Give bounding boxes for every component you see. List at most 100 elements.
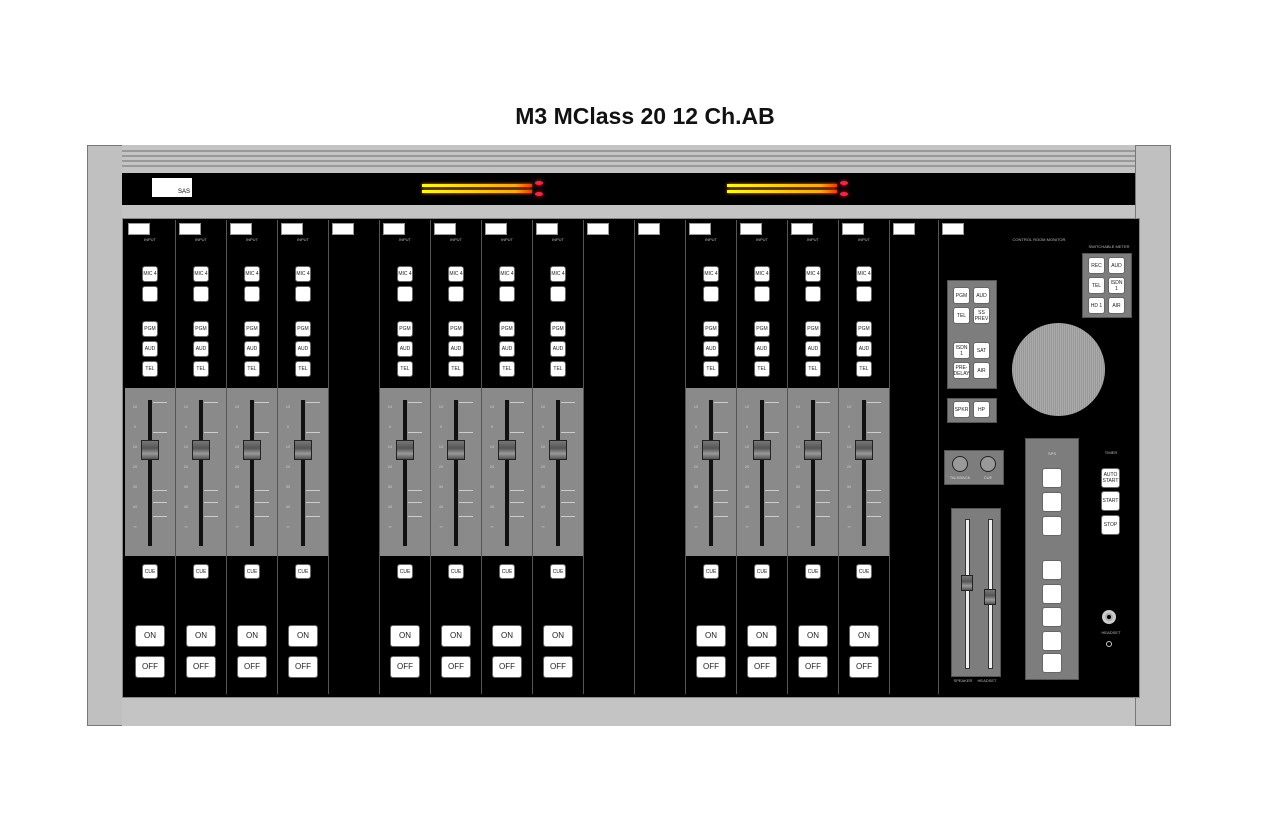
headset-jack[interactable] <box>1102 610 1116 624</box>
off-button[interactable]: OFF <box>237 656 267 678</box>
bus-button-aud[interactable]: AUD <box>550 341 566 357</box>
bus-button-tel[interactable]: TEL <box>244 361 260 377</box>
sps-button[interactable] <box>1042 631 1062 651</box>
bus-button-aud[interactable]: AUD <box>244 341 260 357</box>
blank-button[interactable] <box>142 286 158 302</box>
sps-button[interactable] <box>1042 653 1062 673</box>
meter-source-isdn-1[interactable]: ISDN 1 <box>1108 277 1125 294</box>
bus-button-pgm[interactable]: PGM <box>244 321 260 337</box>
monitor-source-pgm[interactable]: PGM <box>953 287 970 304</box>
on-button[interactable]: ON <box>747 625 777 647</box>
bus-button-tel[interactable]: TEL <box>805 361 821 377</box>
bus-button-pgm[interactable]: PGM <box>499 321 515 337</box>
blank-button[interactable] <box>550 286 566 302</box>
on-button[interactable]: ON <box>492 625 522 647</box>
blank-button[interactable] <box>805 286 821 302</box>
source-select-button[interactable]: MIC 4 <box>856 266 872 282</box>
monitor-source-tel[interactable]: TEL <box>953 307 970 324</box>
bus-button-aud[interactable]: AUD <box>295 341 311 357</box>
headset-fader-knob[interactable] <box>984 589 996 605</box>
timer-button-start[interactable]: START <box>1101 491 1120 511</box>
source-select-button[interactable]: MIC 4 <box>499 266 515 282</box>
bus-button-tel[interactable]: TEL <box>856 361 872 377</box>
off-button[interactable]: OFF <box>696 656 726 678</box>
off-button[interactable]: OFF <box>798 656 828 678</box>
bus-button-tel[interactable]: TEL <box>142 361 158 377</box>
bus-button-pgm[interactable]: PGM <box>448 321 464 337</box>
fader-knob[interactable] <box>141 440 159 460</box>
off-button[interactable]: OFF <box>441 656 471 678</box>
fader-knob[interactable] <box>243 440 261 460</box>
bus-button-pgm[interactable]: PGM <box>805 321 821 337</box>
sps-button[interactable] <box>1042 468 1062 488</box>
bus-button-aud[interactable]: AUD <box>193 341 209 357</box>
bus-button-aud[interactable]: AUD <box>142 341 158 357</box>
monitor-output-hp[interactable]: HP <box>973 401 990 418</box>
bus-button-aud[interactable]: AUD <box>856 341 872 357</box>
sps-button[interactable] <box>1042 492 1062 512</box>
fader-knob[interactable] <box>702 440 720 460</box>
meter-source-aud[interactable]: AUD <box>1108 257 1125 274</box>
off-button[interactable]: OFF <box>492 656 522 678</box>
bus-button-tel[interactable]: TEL <box>397 361 413 377</box>
monitor-source-isdn-1[interactable]: ISDN 1 <box>953 342 970 359</box>
bus-button-aud[interactable]: AUD <box>499 341 515 357</box>
cue-button[interactable]: CUE <box>550 564 566 579</box>
bus-button-tel[interactable]: TEL <box>295 361 311 377</box>
on-button[interactable]: ON <box>696 625 726 647</box>
source-select-button[interactable]: MIC 4 <box>244 266 260 282</box>
on-button[interactable]: ON <box>186 625 216 647</box>
cue-button[interactable]: CUE <box>142 564 158 579</box>
cue-button[interactable]: CUE <box>295 564 311 579</box>
off-button[interactable]: OFF <box>543 656 573 678</box>
meter-source-hd-1[interactable]: HD 1 <box>1088 297 1105 314</box>
cue-button[interactable]: CUE <box>805 564 821 579</box>
source-select-button[interactable]: MIC 4 <box>193 266 209 282</box>
fader-knob[interactable] <box>855 440 873 460</box>
bus-button-pgm[interactable]: PGM <box>703 321 719 337</box>
on-button[interactable]: ON <box>441 625 471 647</box>
source-select-button[interactable]: MIC 4 <box>448 266 464 282</box>
monitor-source-air[interactable]: AIR <box>973 362 990 379</box>
blank-button[interactable] <box>448 286 464 302</box>
bus-button-pgm[interactable]: PGM <box>856 321 872 337</box>
fader-knob[interactable] <box>804 440 822 460</box>
meter-source-tel[interactable]: TEL <box>1088 277 1105 294</box>
off-button[interactable]: OFF <box>135 656 165 678</box>
on-button[interactable]: ON <box>849 625 879 647</box>
blank-button[interactable] <box>499 286 515 302</box>
off-button[interactable]: OFF <box>186 656 216 678</box>
bus-button-aud[interactable]: AUD <box>703 341 719 357</box>
source-select-button[interactable]: MIC 4 <box>754 266 770 282</box>
monitor-output-spkr[interactable]: SPKR <box>953 401 970 418</box>
fader-knob[interactable] <box>498 440 516 460</box>
bus-button-tel[interactable]: TEL <box>193 361 209 377</box>
cue-button[interactable]: CUE <box>397 564 413 579</box>
fader-knob[interactable] <box>294 440 312 460</box>
on-button[interactable]: ON <box>237 625 267 647</box>
fader-knob[interactable] <box>549 440 567 460</box>
bus-button-pgm[interactable]: PGM <box>550 321 566 337</box>
fader-knob[interactable] <box>447 440 465 460</box>
bus-button-tel[interactable]: TEL <box>754 361 770 377</box>
bus-button-pgm[interactable]: PGM <box>193 321 209 337</box>
blank-button[interactable] <box>754 286 770 302</box>
blank-button[interactable] <box>244 286 260 302</box>
on-button[interactable]: ON <box>288 625 318 647</box>
off-button[interactable]: OFF <box>849 656 879 678</box>
bus-button-aud[interactable]: AUD <box>448 341 464 357</box>
speaker-fader-knob[interactable] <box>961 575 973 591</box>
bus-button-tel[interactable]: TEL <box>703 361 719 377</box>
blank-button[interactable] <box>856 286 872 302</box>
blank-button[interactable] <box>193 286 209 302</box>
source-select-button[interactable]: MIC 4 <box>397 266 413 282</box>
bus-button-tel[interactable]: TEL <box>499 361 515 377</box>
on-button[interactable]: ON <box>135 625 165 647</box>
cue-button[interactable]: CUE <box>856 564 872 579</box>
source-select-button[interactable]: MIC 4 <box>703 266 719 282</box>
cue-button[interactable]: CUE <box>193 564 209 579</box>
blank-button[interactable] <box>295 286 311 302</box>
fader-knob[interactable] <box>192 440 210 460</box>
bus-button-pgm[interactable]: PGM <box>295 321 311 337</box>
off-button[interactable]: OFF <box>288 656 318 678</box>
